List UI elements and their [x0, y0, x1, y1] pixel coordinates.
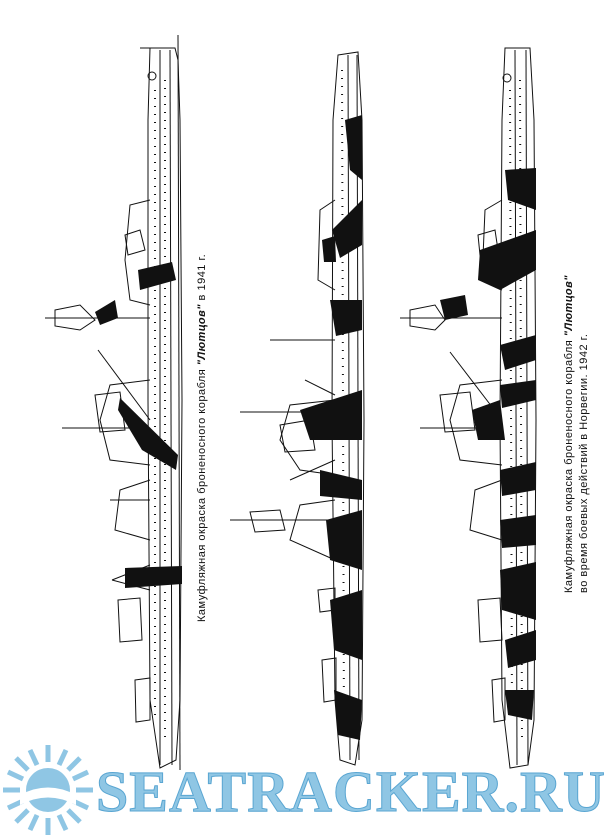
- sun-icon: [3, 745, 93, 835]
- camouflage-1942: [440, 168, 536, 720]
- ship-profile-1941: [45, 34, 183, 771]
- camouflage-middle: [300, 115, 362, 740]
- watermark-text: SEATRACKER.RU: [96, 759, 606, 825]
- camouflage-1941: [95, 262, 182, 588]
